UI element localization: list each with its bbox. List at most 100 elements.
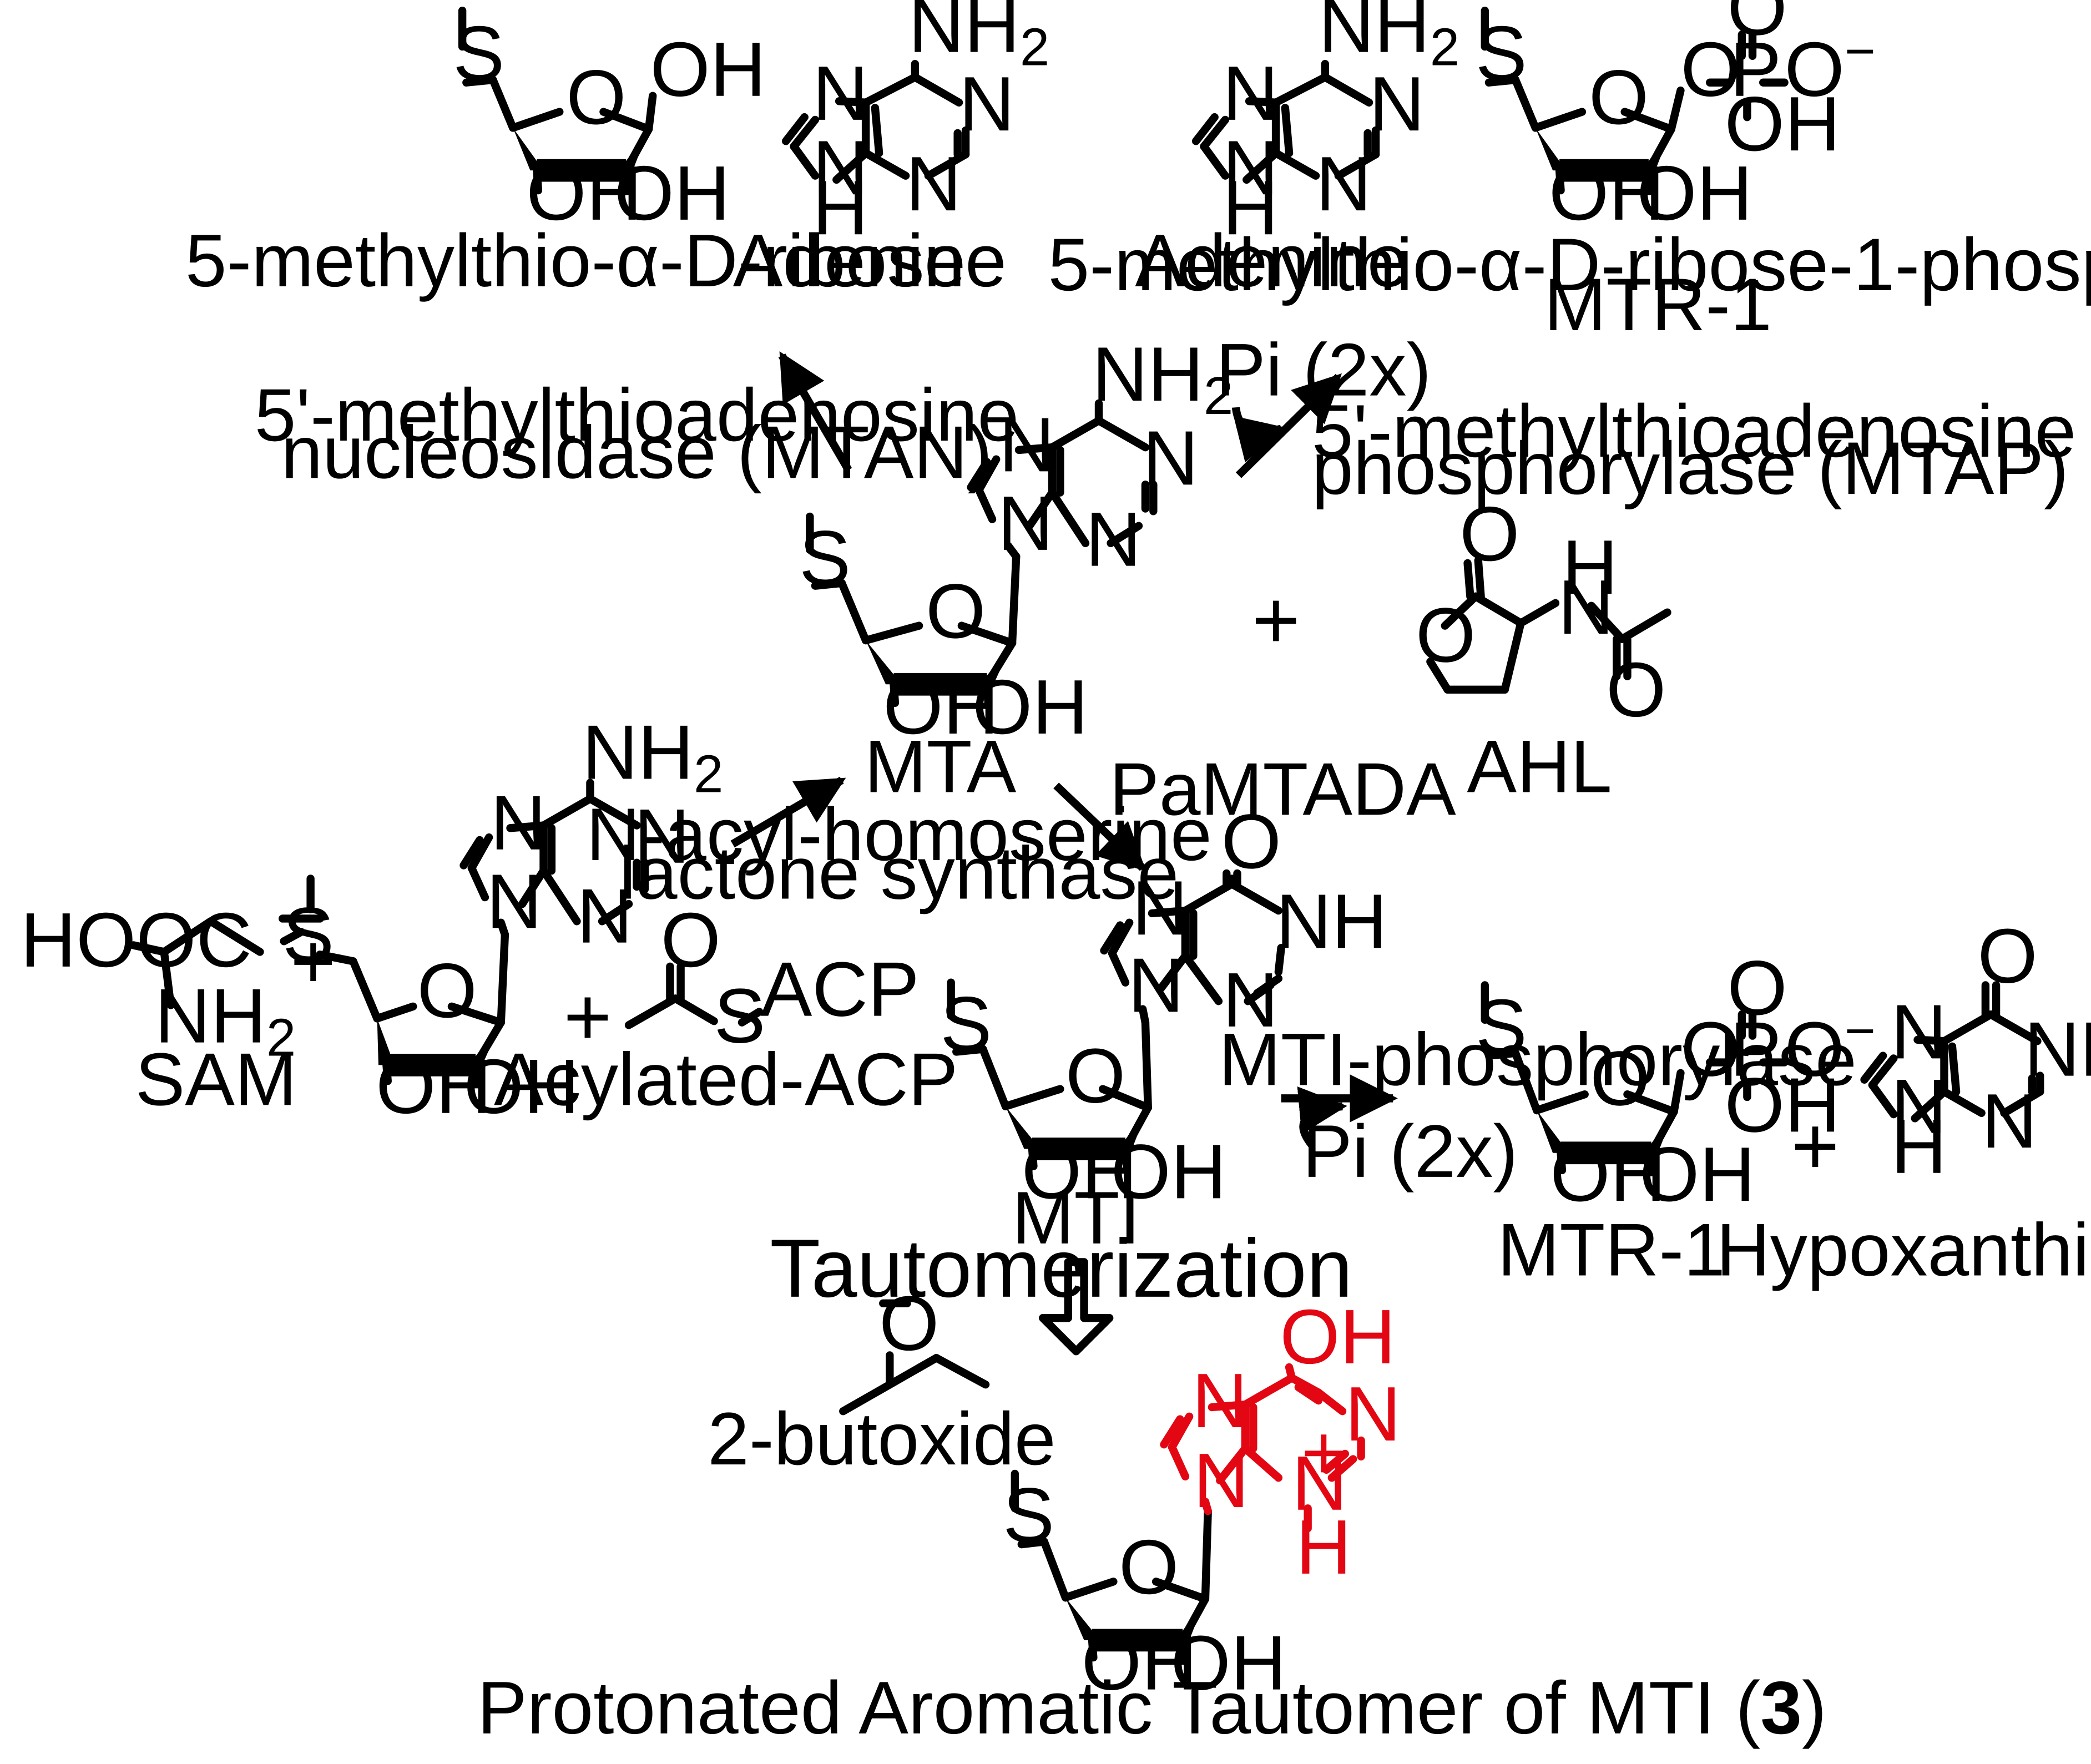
compound-label-adenine: Adenine <box>733 219 1007 302</box>
adenine-structure-right: NH2 N N N N H Adenine <box>1135 0 1459 302</box>
sulfur-atom: S <box>453 11 504 97</box>
amino-group: NH2 <box>582 710 723 804</box>
amino-group: NH2 <box>1319 0 1459 77</box>
hydrogen: H <box>1891 1104 1947 1190</box>
amino-group: NH2 <box>155 973 296 1068</box>
nitrogen: N <box>1345 1371 1401 1457</box>
nitrogen: N <box>1558 564 1614 650</box>
hydrogen: H <box>1562 524 1618 610</box>
nitrogen: N <box>812 125 868 211</box>
acyl-carrier-protein: ACP <box>761 947 920 1033</box>
nitrogen: N <box>1193 1438 1249 1524</box>
phosphorus: P <box>1730 27 1781 113</box>
ring-oxygen: O <box>1416 592 1476 678</box>
ring-oxygen: O <box>926 568 986 654</box>
hydrogen: H <box>1296 1504 1351 1590</box>
mta-structure: S O OH OH N N NH2 N N MTA <box>799 331 1233 808</box>
positive-charge: + <box>291 918 336 1004</box>
hydroxyl: OH <box>1022 1129 1138 1215</box>
alkoxide-oxygen: O <box>879 1281 939 1367</box>
compound-label-ribose: 5-methylthio-α-D-ribose <box>185 219 966 302</box>
nitrogen: N <box>634 793 690 880</box>
hydroxyl: OH <box>1549 150 1665 236</box>
enzyme-label-mtan: 5'-methylthioadenosine <box>255 373 1019 457</box>
nitrogen: N <box>1982 1078 2037 1164</box>
nitrogen: N <box>1132 865 1188 951</box>
hydroxyl: OH <box>376 1044 492 1130</box>
compound-label-mtr1: MTR-1 <box>1497 1208 1725 1291</box>
nitrogen: N <box>1143 415 1198 501</box>
hydroxyl: OH <box>1725 1062 1841 1148</box>
nitrogen: N <box>577 873 632 959</box>
mti-structure: S O OH OH N N O NH N MTI <box>940 798 1387 1260</box>
sulfur-atom: S <box>799 515 851 601</box>
hydroxyl: OH <box>650 27 766 113</box>
ahl-structure: O O H N O AHL <box>1416 491 1671 808</box>
hydroxyl: OH <box>1171 1620 1287 1706</box>
compound-label-ahl: AHL <box>1467 725 1612 808</box>
carbonyl-oxygen: O <box>1459 491 1519 577</box>
enzyme-label-mtap: 5'-methylthioadenosine <box>1312 390 2076 473</box>
nitrogen: N <box>1891 989 1947 1075</box>
compound-label-adenine: Adenine <box>1135 219 1408 302</box>
nitrogen: N <box>999 402 1054 488</box>
compound-label-acylated-acp: Acylated-ACP <box>494 1038 958 1121</box>
hydroxyl: OH <box>1637 150 1752 236</box>
nitrogen: N <box>1223 957 1278 1043</box>
adenine-structure-left: NH2 N N N N H Adenine <box>733 0 1049 302</box>
enzyme-label-pamtada: PaMTADA <box>1109 747 1456 831</box>
nitrogen: N <box>486 858 542 944</box>
nitrogen: N <box>1223 50 1278 137</box>
compound-label-tautomer: Protonated Aromatic Tautomer of MTI (3) <box>477 1666 1827 1750</box>
butoxide-structure: O 2-butoxide <box>708 1281 1055 1480</box>
plus-sign: + <box>563 970 612 1063</box>
nitrogen: N <box>1192 1358 1247 1444</box>
sulfur-atom: S <box>1003 1472 1054 1558</box>
carboxyl-group: HOOC <box>21 897 252 983</box>
ring-oxygen: O <box>566 54 626 140</box>
nitrogen: N <box>812 50 868 137</box>
compound-label-hypoxanthine: Hypoxanthine <box>1716 1208 2091 1291</box>
hydroxyl: OH <box>1639 1131 1755 1217</box>
carbonyl-oxygen: O <box>1606 647 1666 733</box>
nitrogen: N <box>998 481 1053 567</box>
ribose-structure: S O OH OH OH 5-methylthio-α-D-ribose <box>185 6 966 302</box>
cofactor-arrow-pi <box>1297 1086 1347 1148</box>
cofactor-label-pi: Pi (2x) <box>1216 328 1431 412</box>
carbonyl-oxygen: O <box>1977 913 2037 999</box>
nitrogen: N <box>1316 141 1371 227</box>
acylated-acp-structure: O S ACP Acylated-ACP <box>494 897 958 1121</box>
compound-label-butoxide: 2-butoxide <box>708 1397 1055 1480</box>
nitrogen: N <box>906 141 961 227</box>
nitrogen: N <box>1369 61 1425 147</box>
thioester-sulfur: S <box>714 973 766 1059</box>
mtr1-structure-bottom: S O O P O O− OH OH OH MTR-1 <box>1476 945 1876 1291</box>
hypoxanthine-structure: O NH N N N H Hypoxanthine <box>1716 913 2091 1292</box>
cofactor-arrow-pi <box>1231 407 1286 463</box>
mtr1-structure-top: S O O P O O− OH OH OH 5-methylthio-α-D-r… <box>1048 0 2091 346</box>
protonated-nitrogen: N <box>1292 1440 1347 1527</box>
nitrogen: N <box>1128 942 1184 1028</box>
carbonyl-oxygen: O <box>1221 798 1281 884</box>
plus-sign: + <box>1791 1099 1840 1192</box>
enzyme-label-ahl-synthase: lactone synthase <box>619 831 1179 914</box>
nitrogen: N <box>1223 125 1278 211</box>
enzyme-label-mtan: nucleosidase (MTAN) <box>281 411 993 494</box>
arrow-pamtada <box>1053 782 1146 872</box>
amide-nh: NH <box>1276 878 1387 964</box>
compound-label-mtr1-abbr: MTR-1 <box>1544 263 1771 346</box>
hydroxyl: OH <box>464 1044 580 1130</box>
sulfur-atom: S <box>1476 984 1527 1070</box>
oxygen: O <box>1680 1007 1740 1093</box>
amino-group: NH2 <box>1092 331 1233 426</box>
compound-label-sam: SAM <box>135 1038 297 1121</box>
hydroxyl: OH <box>1111 1129 1227 1215</box>
amide-nh: NH <box>2024 1007 2091 1093</box>
ring-oxygen: O <box>1119 1524 1179 1610</box>
hydrogen: H <box>1223 165 1278 251</box>
tautomerization-label: Tautomerization <box>770 1222 1352 1315</box>
oxygen: O <box>1727 0 1787 51</box>
hydroxyl: OH <box>614 150 730 236</box>
compound-label-mti: MTI <box>1012 1176 1140 1260</box>
